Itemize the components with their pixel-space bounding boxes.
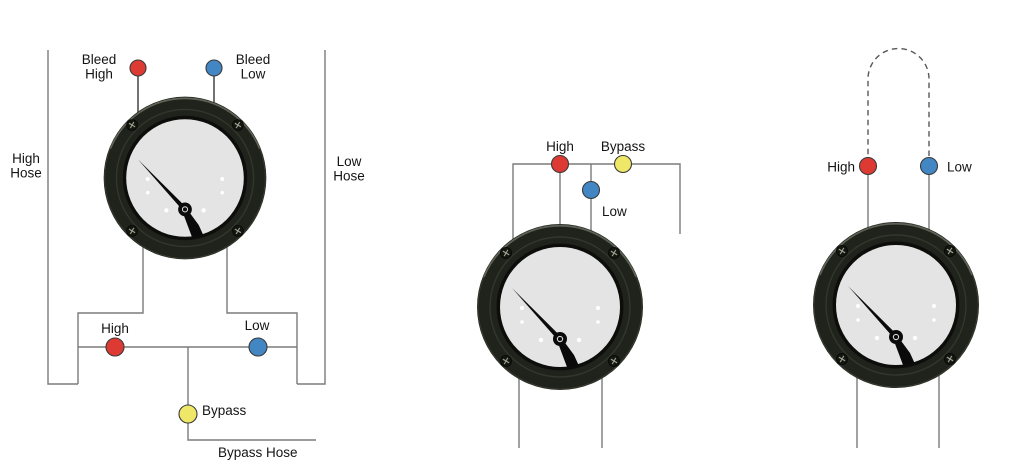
right-diagram-looped-ports: High Low (812, 47, 980, 448)
bleed-high-port-dot (129, 59, 147, 77)
bleed-low-label: Bleed (236, 52, 271, 67)
bleed-high-label: High (85, 67, 113, 82)
high-hose-line (47, 50, 78, 385)
low-port-dot (581, 180, 601, 200)
high-port-dot (105, 337, 125, 357)
pressure-gauge-left (102, 95, 268, 261)
bleed-low-label: Low (241, 67, 266, 82)
middle-diagram-labels: High Bypass Low (546, 139, 645, 219)
high-port-dot (858, 156, 878, 176)
low-port-dot (919, 156, 939, 176)
bypass-port-dot (613, 154, 633, 174)
low-port-label: Low (245, 318, 270, 333)
left-diagram-bleed-manifold: Bleed High Bleed Low High Hose Low Hose … (10, 50, 365, 460)
low-hose-line (297, 50, 326, 385)
bleed-low-port-dot (205, 59, 223, 77)
high-hose-label: High (12, 151, 40, 166)
top-manifold-line (512, 163, 681, 242)
high-port-dot (550, 154, 570, 174)
low-port-label: Low (947, 160, 972, 175)
low-hose-label: Low (337, 154, 362, 169)
pressure-gauge-right (812, 221, 980, 389)
right-hose-lines (856, 172, 940, 448)
bypass-port-label: Bypass (601, 139, 646, 154)
low-port-dot (248, 337, 268, 357)
gauge-high-port-line (77, 238, 144, 384)
bypass-port-label: Bypass (202, 403, 247, 418)
left-diagram-labels: Bleed High Bleed Low High Hose Low Hose … (10, 52, 365, 460)
dashed-loop-line (867, 47, 930, 164)
low-hose-label: Hose (333, 169, 365, 184)
bypass-hose-line (187, 347, 316, 441)
high-hose-label: Hose (10, 166, 42, 181)
middle-diagram-top-manifold: High Bypass Low (476, 139, 681, 448)
right-diagram-labels: High Low (827, 160, 972, 175)
pressure-gauge-middle (476, 223, 644, 391)
high-port-label: High (827, 160, 855, 175)
gauge-low-port-line (226, 238, 298, 384)
low-port-label: Low (602, 204, 627, 219)
bypass-port-dot (178, 404, 198, 424)
bypass-hose-label: Bypass Hose (218, 445, 298, 460)
high-port-label: High (101, 321, 129, 336)
bleed-high-label: Bleed (82, 52, 117, 67)
high-port-label: High (546, 139, 574, 154)
